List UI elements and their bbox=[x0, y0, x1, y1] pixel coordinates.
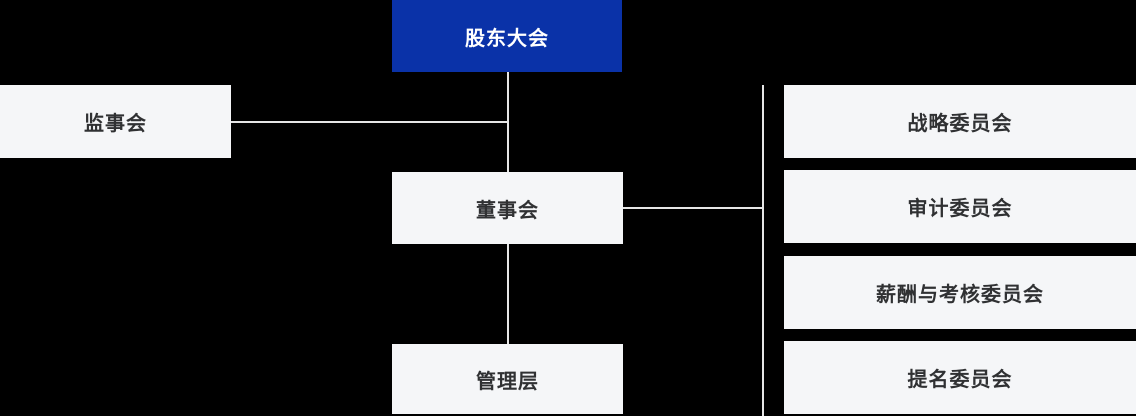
node-nomination-committee: 提名委员会 bbox=[784, 341, 1136, 414]
node-remuneration-assessment-committee: 薪酬与考核委员会 bbox=[784, 256, 1136, 329]
connector-supervisors-to-trunk bbox=[231, 121, 509, 123]
connector-committees-trunk bbox=[762, 85, 764, 416]
node-shareholders-meeting: 股东大会 bbox=[392, 0, 622, 72]
connector-board-to-management bbox=[507, 244, 509, 344]
node-management: 管理层 bbox=[392, 344, 623, 414]
node-audit-committee: 审计委员会 bbox=[784, 170, 1136, 243]
node-board-of-directors: 董事会 bbox=[392, 172, 623, 244]
connector-board-to-committees bbox=[623, 207, 764, 209]
node-strategy-committee: 战略委员会 bbox=[784, 85, 1136, 158]
node-board-of-supervisors: 监事会 bbox=[0, 85, 231, 158]
